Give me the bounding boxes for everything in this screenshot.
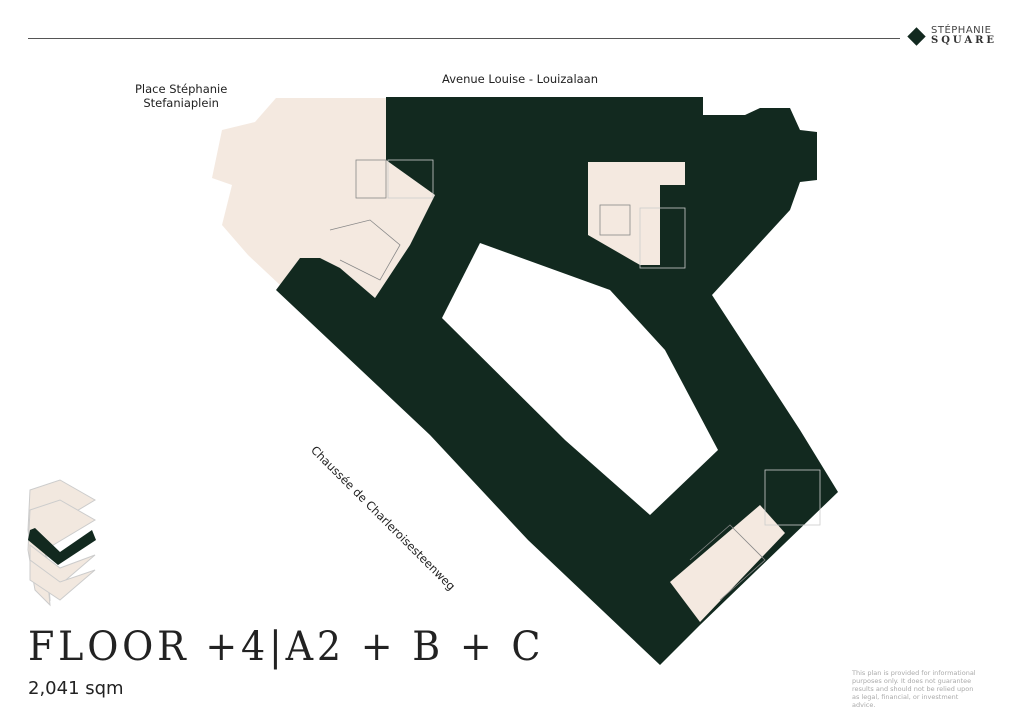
floors-stack [27, 479, 96, 607]
disclaimer: This plan is provided for informational … [852, 669, 976, 709]
floor-title: FLOOR +4|A2 + B + C [28, 624, 545, 670]
floor-area: 2,041 sqm [28, 678, 124, 699]
brand-logo: STÉPHANIE SQUARE [907, 25, 998, 46]
courtyard [442, 243, 718, 515]
beige-zone-west [212, 98, 435, 298]
brand-line2: SQUARE [931, 35, 998, 46]
core-details [329, 159, 821, 601]
beige-zone-south [670, 505, 785, 622]
street-label-avenue: Avenue Louise - Louizalaan [442, 72, 599, 86]
core-north [588, 162, 685, 265]
place-line1: Place Stéphanie [135, 82, 228, 96]
street-label-place: Place Stéphanie Stefaniaplein [135, 82, 227, 110]
header-rule [28, 38, 900, 39]
place-line2: Stefaniaplein [143, 96, 219, 110]
brand-line1: STÉPHANIE [931, 25, 992, 36]
